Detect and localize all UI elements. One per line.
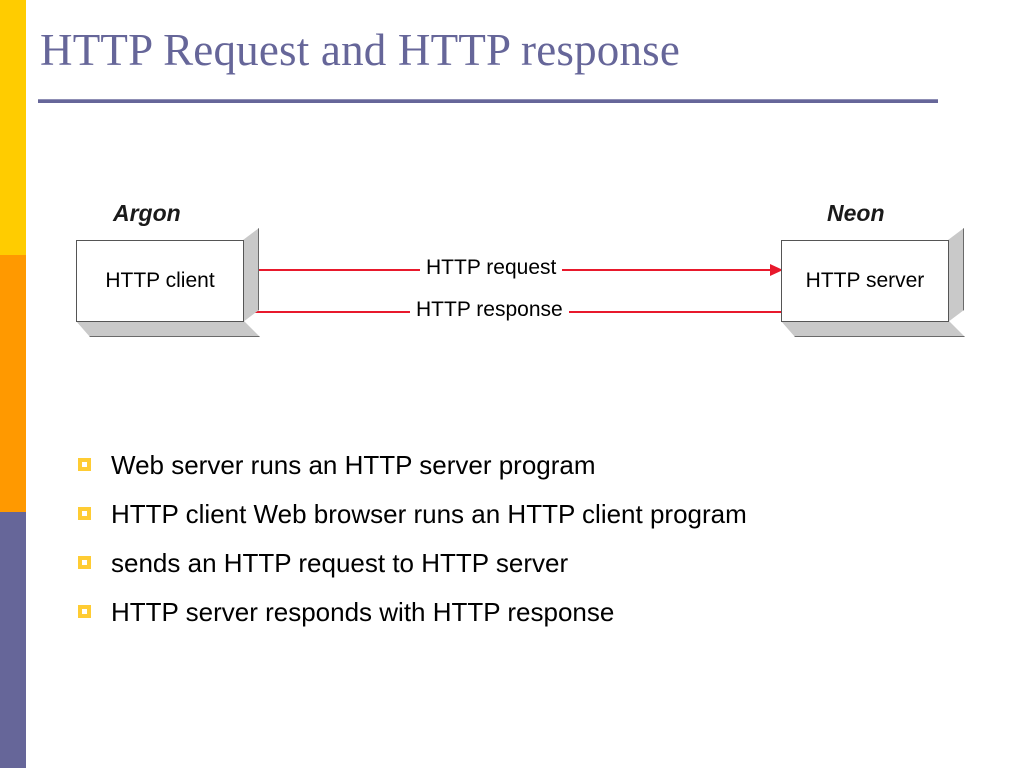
node-side-face <box>243 228 259 322</box>
sidebar-band-yellow <box>0 0 26 255</box>
bullet-square-icon <box>78 605 91 618</box>
arrow-label-request: HTTP request <box>420 256 563 280</box>
node-http-client: HTTP client <box>76 228 260 337</box>
host-label-right: Neon <box>827 200 885 226</box>
sidebar-band-purple <box>0 512 26 768</box>
list-item-label: sends an HTTP request to HTTP server <box>111 547 569 578</box>
page-title: HTTP Request and HTTP response <box>40 25 681 75</box>
node-http-server: HTTP server <box>781 228 965 337</box>
title-divider <box>38 99 938 103</box>
list-item: HTTP client Web browser runs an HTTP cli… <box>78 489 978 538</box>
http-exchange-diagram: Argon Neon HTTP client HTTP server HTTP … <box>0 185 1024 360</box>
arrow-label-response: HTTP response <box>410 298 569 322</box>
node-bottom-face <box>76 321 260 337</box>
host-label-left: Argon <box>113 200 181 226</box>
node-front-face <box>781 240 949 322</box>
bullet-square-icon <box>78 458 91 471</box>
list-item-label: HTTP client Web browser runs an HTTP cli… <box>111 498 747 529</box>
bullet-square-icon <box>78 556 91 569</box>
list-item: HTTP server responds with HTTP response <box>78 587 978 636</box>
node-front-face <box>76 240 244 322</box>
list-item-label: HTTP server responds with HTTP response <box>111 596 615 627</box>
arrow-head-right-icon <box>770 264 783 276</box>
bullet-square-icon <box>78 507 91 520</box>
node-bottom-face <box>781 321 965 337</box>
bullet-list: Web server runs an HTTP server program H… <box>78 440 978 636</box>
list-item: sends an HTTP request to HTTP server <box>78 538 978 587</box>
node-label-server: HTTP server <box>805 269 925 292</box>
list-item-label: Web server runs an HTTP server program <box>111 449 596 480</box>
node-label-client: HTTP client <box>105 269 215 292</box>
sidebar-band-orange <box>0 255 26 512</box>
node-side-face <box>948 228 964 322</box>
list-item: Web server runs an HTTP server program <box>78 440 978 489</box>
